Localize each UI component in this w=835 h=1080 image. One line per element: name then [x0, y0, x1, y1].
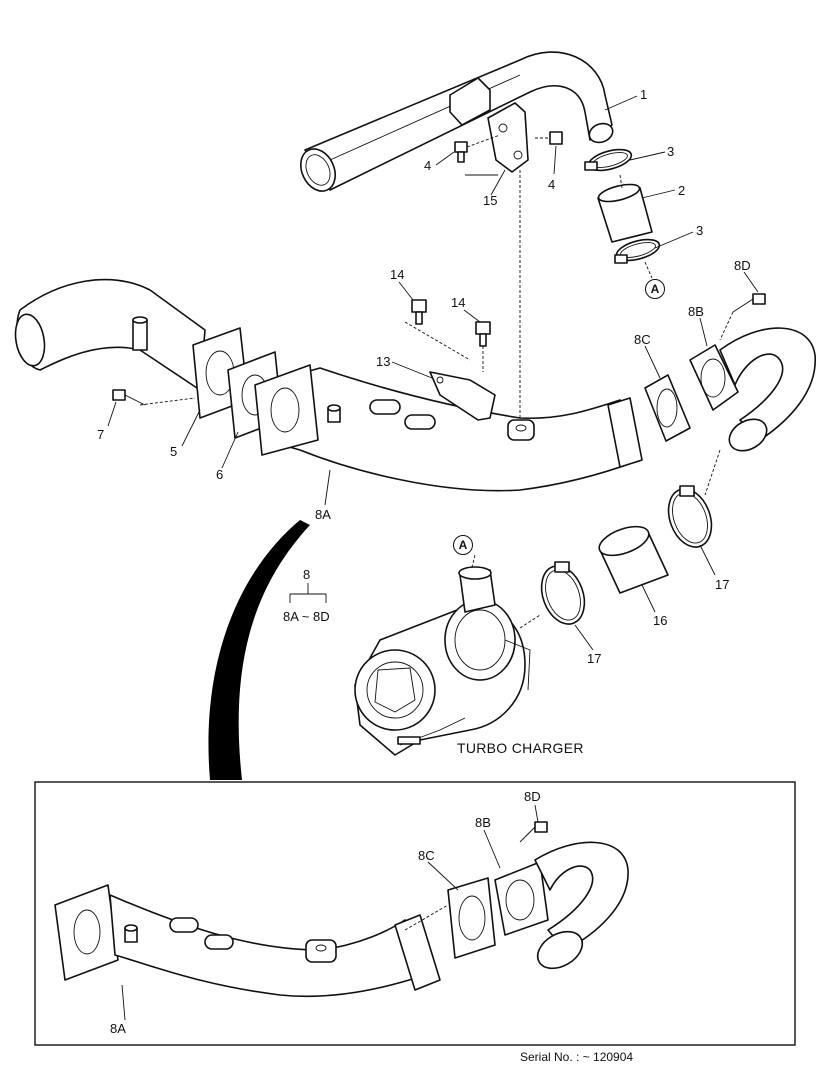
callout-7: 7: [97, 427, 105, 442]
reference-tag-a-hose: A: [645, 279, 665, 299]
callout-8b: 8B: [688, 304, 704, 319]
callout-4-right: 4: [548, 177, 556, 192]
turbo-charger-caption: TURBO CHARGER: [457, 740, 584, 756]
callout-1: 1: [640, 87, 648, 102]
callout-3-upper: 3: [667, 144, 675, 159]
serial-number-note: Serial No. : ~ 120904: [520, 1050, 634, 1064]
elbow-8b: [689, 327, 816, 452]
bracket-15: [449, 77, 529, 420]
callout-17-right: 17: [715, 577, 730, 592]
gasket-8c: [644, 374, 691, 442]
hose-clamp-3-upper: [584, 148, 633, 172]
group-label-8: 8: [303, 567, 311, 582]
group-range-8a-8d: 8A ~ 8D: [283, 609, 330, 624]
bolt-7: [112, 389, 146, 406]
leader-lines: [107, 95, 759, 1021]
rubber-hose-16: [598, 525, 669, 594]
detail-manifold-pipe-8a: [54, 884, 441, 998]
callout-2: 2: [678, 183, 686, 198]
detail-frame: [34, 781, 796, 1046]
hose-clamp-17-right: [667, 449, 721, 548]
reference-tag-a-turbo: A: [453, 535, 473, 555]
bolt-4-right: [535, 131, 563, 145]
bolt-14-left: [411, 299, 427, 325]
callout-5: 5: [170, 444, 178, 459]
callout-15: 15: [483, 193, 498, 208]
callout-17-left: 17: [587, 651, 602, 666]
callout-3-lower: 3: [696, 223, 704, 238]
detail-callout-8a: 8A: [110, 1021, 126, 1036]
group-bracket-8: [289, 583, 327, 603]
callout-8d: 8D: [734, 258, 751, 273]
bolt-8d: [719, 293, 766, 341]
callout-13: 13: [376, 354, 391, 369]
detail-callout-8c: 8C: [418, 848, 435, 863]
intake-manifold-body: [14, 278, 206, 391]
air-pipe-1: [299, 51, 614, 192]
callout-8a: 8A: [315, 507, 331, 522]
callout-16: 16: [653, 613, 668, 628]
callout-14-left: 14: [390, 267, 405, 282]
detail-callout-8d: 8D: [524, 789, 541, 804]
detail-callout-8b: 8B: [475, 815, 491, 830]
callout-4-left: 4: [424, 158, 432, 173]
bolt-4-left: [454, 134, 501, 163]
detail-bolt-8d: [519, 821, 548, 843]
hose-clamp-17-left: [519, 561, 586, 629]
callout-14-right: 14: [451, 295, 466, 310]
turbocharger: [354, 554, 531, 756]
detail-elbow-8b: [494, 841, 629, 970]
detail-gasket-8c: [404, 877, 496, 959]
bracket-13: [404, 321, 496, 421]
callout-8c: 8C: [634, 332, 651, 347]
hose-clamp-3-lower: [614, 238, 661, 279]
rubber-hose-2: [597, 174, 653, 243]
callout-6: 6: [216, 467, 224, 482]
manifold-pipe-8a: [254, 364, 643, 492]
detail-pointer-arrow: [208, 520, 310, 780]
bolt-14-right: [475, 321, 491, 372]
